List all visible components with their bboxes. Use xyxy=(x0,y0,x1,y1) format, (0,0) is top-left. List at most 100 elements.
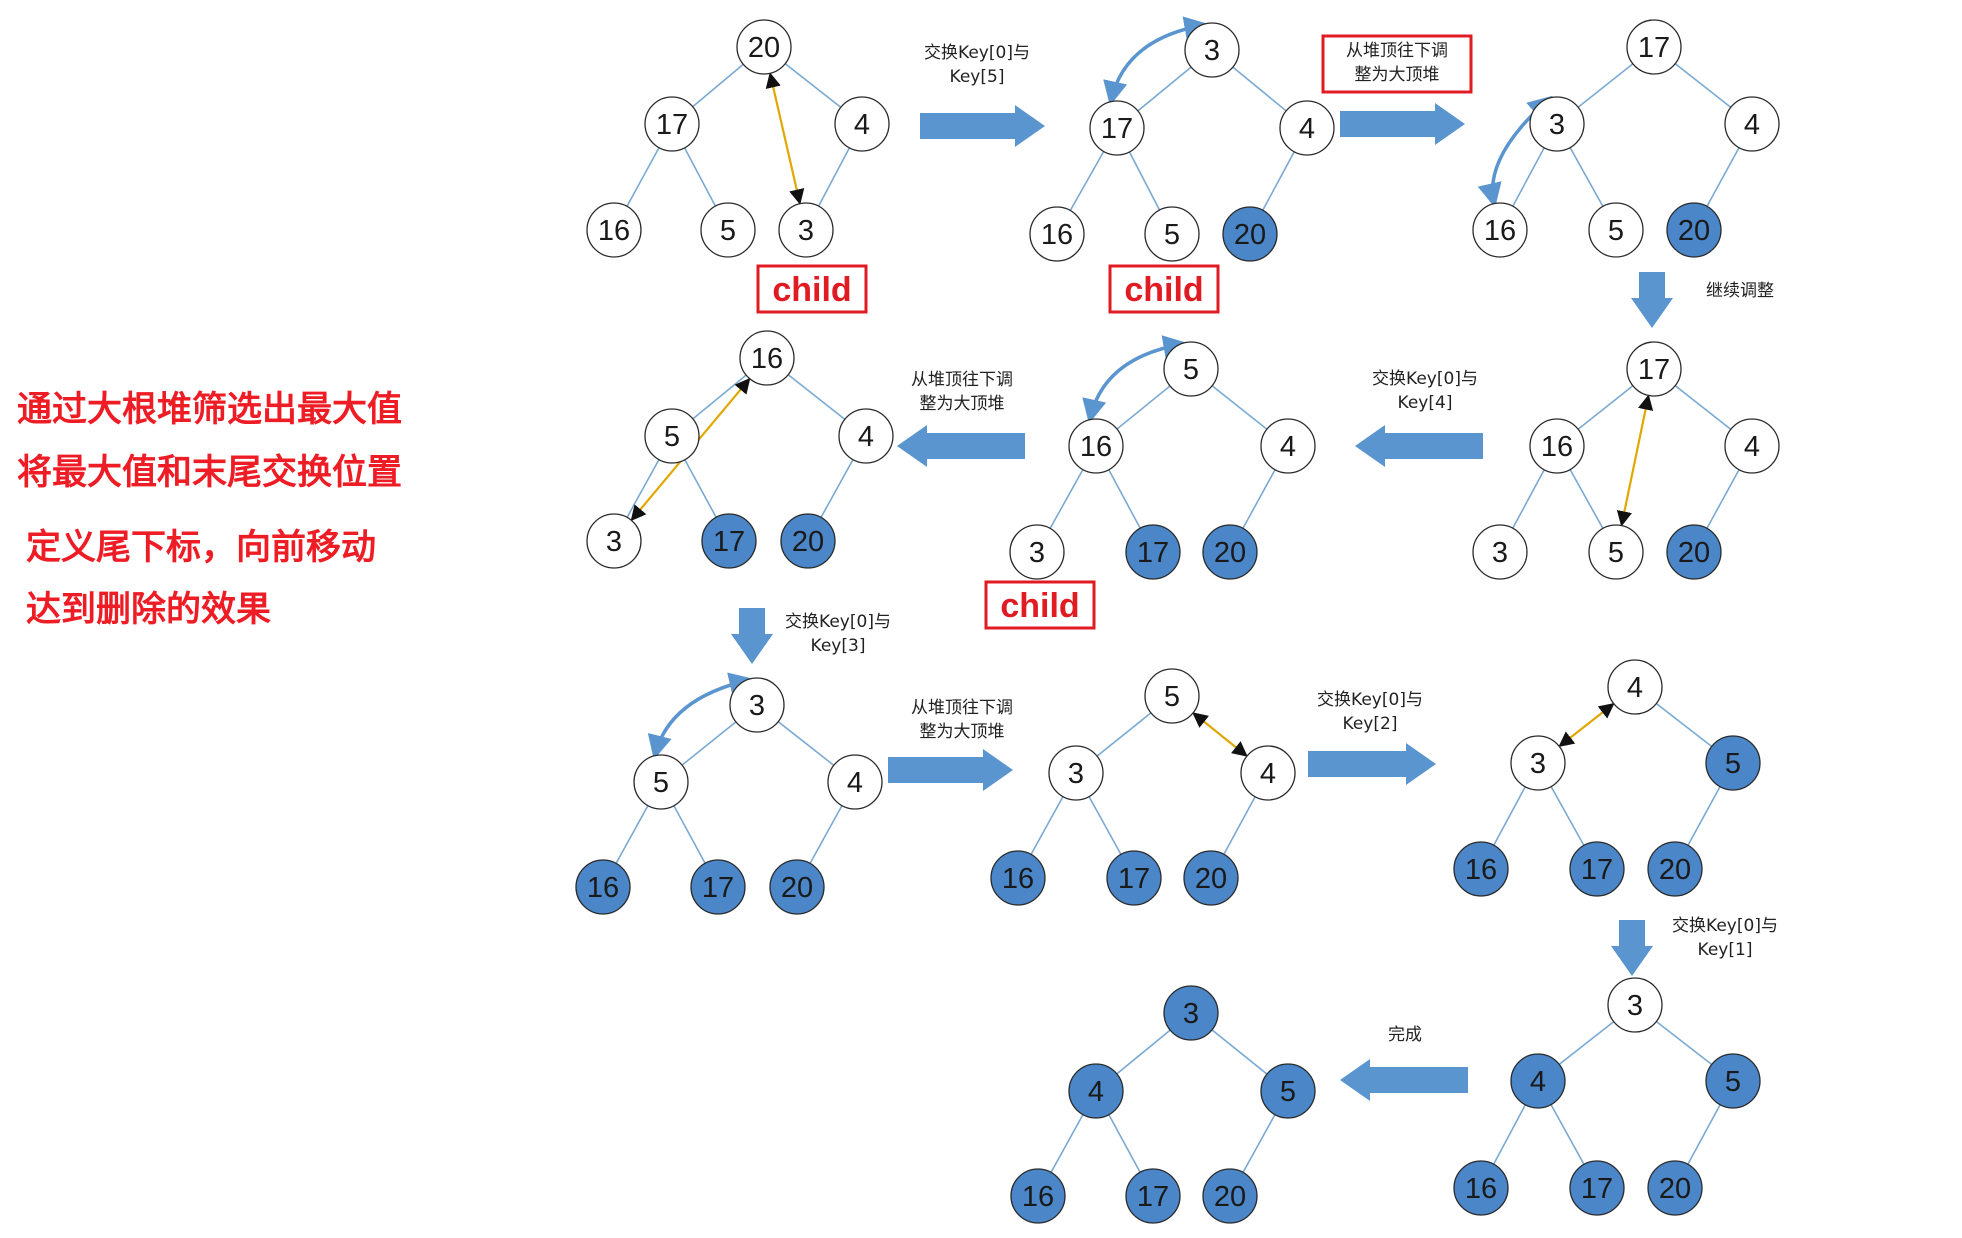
node-value: 16 xyxy=(1080,431,1112,463)
node-value: 17 xyxy=(713,526,745,558)
heap-node: 5 xyxy=(1260,1063,1316,1119)
node-circle xyxy=(586,513,642,569)
caption-line: 继续调整 xyxy=(1706,281,1774,301)
node-value: 5 xyxy=(1164,219,1180,251)
node-value: 20 xyxy=(1678,537,1710,569)
node-circle xyxy=(1510,735,1566,791)
node-circle xyxy=(1089,100,1145,156)
heap-node: 17 xyxy=(644,96,700,152)
node-circle xyxy=(701,513,757,569)
heap-node: 20 xyxy=(1202,1168,1258,1224)
node-circle xyxy=(1529,96,1585,152)
node-circle xyxy=(1569,1160,1625,1216)
step-arrow xyxy=(1631,272,1673,328)
node-value: 5 xyxy=(720,215,736,247)
node-value: 3 xyxy=(1627,990,1643,1022)
child-label-text: child xyxy=(1000,587,1079,625)
caption-line: 整为大顶堆 xyxy=(920,722,1005,742)
node-value: 4 xyxy=(854,109,870,141)
node-value: 4 xyxy=(1744,431,1760,463)
caption-line: 完成 xyxy=(1388,1025,1422,1045)
node-circle xyxy=(1724,96,1780,152)
heap-node: 17 xyxy=(1569,841,1625,897)
node-value: 3 xyxy=(1029,537,1045,569)
node-value: 16 xyxy=(751,343,783,375)
node-value: 4 xyxy=(1260,758,1276,790)
note-line-4: 达到删除的效果 xyxy=(26,590,272,630)
heap-node: 16 xyxy=(1010,1168,1066,1224)
swap-arrow xyxy=(1558,702,1615,748)
node-value: 4 xyxy=(1299,113,1315,145)
node-circle xyxy=(1472,524,1528,580)
caption-line: 交换Key[0]与 xyxy=(1372,369,1478,389)
node-circle xyxy=(1144,206,1200,262)
node-circle xyxy=(1453,1160,1509,1216)
node-circle xyxy=(1184,22,1240,78)
node-circle xyxy=(736,19,792,75)
node-value: 20 xyxy=(1214,1181,1246,1213)
step-arrows xyxy=(731,103,1673,1101)
step-arrow xyxy=(1308,743,1436,785)
caption-line: 交换Key[0]与 xyxy=(924,43,1030,63)
node-value: 4 xyxy=(1280,431,1296,463)
node-circle xyxy=(1588,524,1644,580)
caption-line: Key[1] xyxy=(1698,940,1753,960)
caption-line: 从堆顶往下调 xyxy=(1346,41,1448,61)
heap-node: 3 xyxy=(1184,22,1240,78)
step-arrow xyxy=(1611,920,1653,976)
node-value: 3 xyxy=(1068,758,1084,790)
node-circle xyxy=(586,202,642,258)
step-arrow xyxy=(731,608,773,664)
node-circle xyxy=(739,330,795,386)
node-circle xyxy=(1144,668,1200,724)
heap-node: 4 xyxy=(1510,1053,1566,1109)
heap-node: 17 xyxy=(690,859,746,915)
node-circle xyxy=(1510,1053,1566,1109)
node-circle xyxy=(1222,206,1278,262)
node-value: 20 xyxy=(748,32,780,64)
node-value: 5 xyxy=(1608,537,1624,569)
heap-node: 5 xyxy=(1588,524,1644,580)
node-value: 17 xyxy=(1638,32,1670,64)
node-value: 5 xyxy=(1725,748,1741,780)
node-circle xyxy=(1009,524,1065,580)
step-caption: 完成 xyxy=(1388,1025,1422,1045)
node-circle xyxy=(575,859,631,915)
heap-node: 5 xyxy=(700,202,756,258)
heap-node: 20 xyxy=(780,513,836,569)
step-arrow xyxy=(1340,1059,1468,1101)
node-circle xyxy=(1647,841,1703,897)
heap-node: 3 xyxy=(1472,524,1528,580)
node-circle xyxy=(1068,418,1124,474)
node-circle xyxy=(1529,418,1585,474)
node-value: 5 xyxy=(664,421,680,453)
caption-highlight-box xyxy=(1321,34,1473,94)
node-circle xyxy=(1125,1168,1181,1224)
heap-node: 20 xyxy=(1202,524,1258,580)
heap-node: 4 xyxy=(1279,100,1335,156)
heap-node: 16 xyxy=(1453,841,1509,897)
swap-arrow xyxy=(765,72,805,205)
node-value: 16 xyxy=(598,215,630,247)
node-value: 17 xyxy=(1581,1173,1613,1205)
heap-node: 20 xyxy=(769,859,825,915)
caption-line: Key[3] xyxy=(811,636,866,656)
node-value: 3 xyxy=(798,215,814,247)
node-value: 20 xyxy=(781,872,813,904)
heap-node: 4 xyxy=(827,754,883,810)
step-caption: 交换Key[0]与 Key[4] xyxy=(1372,369,1478,413)
child-label: child xyxy=(756,264,868,314)
node-value: 3 xyxy=(1549,109,1565,141)
heap-node: 16 xyxy=(739,330,795,386)
caption-line: 整为大顶堆 xyxy=(1355,65,1440,85)
caption-line: Key[4] xyxy=(1398,393,1453,413)
node-value: 5 xyxy=(1725,1066,1741,1098)
caption-line: 从堆顶往下调 xyxy=(911,698,1013,718)
heap-node: 4 xyxy=(834,96,890,152)
node-value: 16 xyxy=(1465,854,1497,886)
node-value: 16 xyxy=(587,872,619,904)
node-value: 16 xyxy=(1041,219,1073,251)
